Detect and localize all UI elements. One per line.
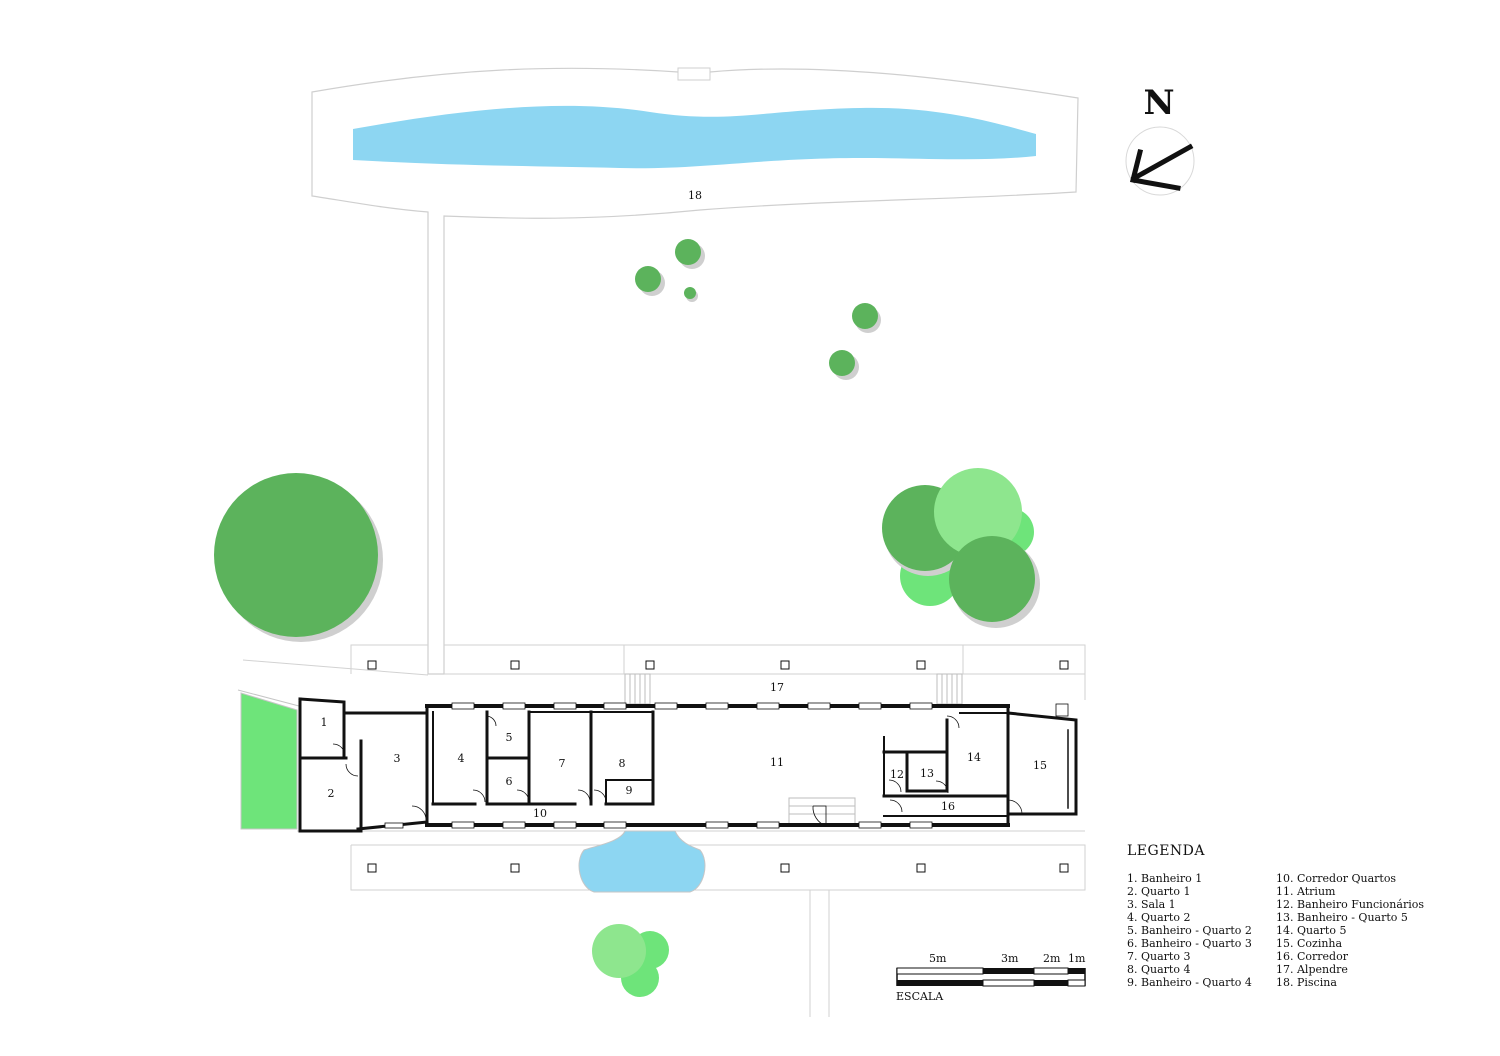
room-labels: 1 2 3 4 5 6 7 8 9 10 11 12 13 14 15 16 [321, 716, 1048, 820]
legend-item: 2. Quarto 1 [1127, 885, 1191, 898]
small-tree [829, 350, 859, 380]
north-arrow: N [1125, 83, 1195, 196]
room-label-15: 15 [1033, 759, 1047, 772]
room-label-7: 7 [559, 757, 566, 770]
legend-item: 8. Quarto 4 [1127, 963, 1191, 976]
small-tree [675, 239, 705, 269]
scale-title: ESCALA [896, 990, 944, 1003]
room-label-4: 4 [458, 752, 465, 765]
north-label: N [1143, 83, 1174, 123]
room-label-14: 14 [967, 751, 981, 764]
porch-columns [367, 660, 1069, 873]
scale-label-1m: 1m [1068, 952, 1086, 965]
porch-outline [242, 644, 1086, 1017]
room-label-10: 10 [533, 807, 547, 820]
small-tree [852, 303, 881, 333]
porch-steps [624, 673, 963, 827]
room-label-6: 6 [506, 775, 513, 788]
swimming-pool [353, 105, 1036, 169]
tree-cluster-small [592, 924, 669, 997]
room-label-12: 12 [890, 768, 904, 781]
legend-item: 10. Corredor Quartos [1276, 872, 1397, 885]
legend-column-right: 10. Corredor Quartos 11. Atrium 12. Banh… [1276, 872, 1424, 989]
legend-item: 12. Banheiro Funcionários [1276, 898, 1424, 911]
legend-item: 3. Sala 1 [1127, 898, 1176, 911]
legend-item: 17. Alpendre [1276, 963, 1348, 976]
room-label-11: 11 [770, 756, 784, 769]
large-tree [214, 473, 383, 642]
room-label-8: 8 [619, 757, 626, 770]
room-label-18: 18 [688, 189, 702, 202]
legend-item: 14. Quarto 5 [1276, 924, 1347, 937]
windows [384, 702, 1069, 829]
room-label-3: 3 [394, 752, 401, 765]
legend-item: 13. Banheiro - Quarto 5 [1276, 911, 1408, 924]
legend-item: 4. Quarto 2 [1127, 911, 1191, 924]
legend-item: 18. Piscina [1276, 976, 1337, 989]
scale-label-2m: 2m [1043, 952, 1061, 965]
legend-item: 6. Banheiro - Quarto 3 [1127, 937, 1252, 950]
legend-item: 1. Banheiro 1 [1127, 872, 1203, 885]
scale-label-3m: 3m [1001, 952, 1019, 965]
legend-columns: 1. Banheiro 1 2. Quarto 1 3. Sala 1 4. Q… [1127, 872, 1457, 989]
garden-bed [240, 692, 298, 830]
legend-item: 16. Corredor [1276, 950, 1348, 963]
legend-item: 9. Banheiro - Quarto 4 [1127, 976, 1252, 989]
legend-item: 5. Banheiro - Quarto 2 [1127, 924, 1252, 937]
scale-bar: 5m 3m 2m 1m ESCALA [896, 952, 1086, 1003]
room-label-13: 13 [920, 767, 934, 780]
room-label-5: 5 [506, 731, 513, 744]
legend-title: LEGENDA [1127, 843, 1206, 859]
small-tree [684, 287, 698, 302]
trees [214, 239, 1040, 997]
legend-item: 7. Quarto 3 [1127, 950, 1191, 963]
room-label-17: 17 [770, 681, 784, 694]
room-label-9: 9 [626, 784, 633, 797]
room-label-2: 2 [328, 787, 335, 800]
legend: LEGENDA 1. Banheiro 1 2. Quarto 1 3. Sal… [1127, 843, 1457, 989]
small-tree [635, 266, 665, 296]
doors [332, 715, 1023, 827]
tree-cluster [882, 468, 1040, 628]
legend-column-left: 1. Banheiro 1 2. Quarto 1 3. Sala 1 4. Q… [1127, 872, 1276, 989]
building-walls [298, 697, 1078, 833]
scale-label-5m: 5m [929, 952, 947, 965]
legend-item: 15. Cozinha [1276, 937, 1343, 950]
legend-item: 11. Atrium [1276, 885, 1336, 898]
room-label-16: 16 [941, 800, 955, 813]
reflecting-pool [578, 830, 706, 893]
room-label-1: 1 [321, 716, 328, 729]
